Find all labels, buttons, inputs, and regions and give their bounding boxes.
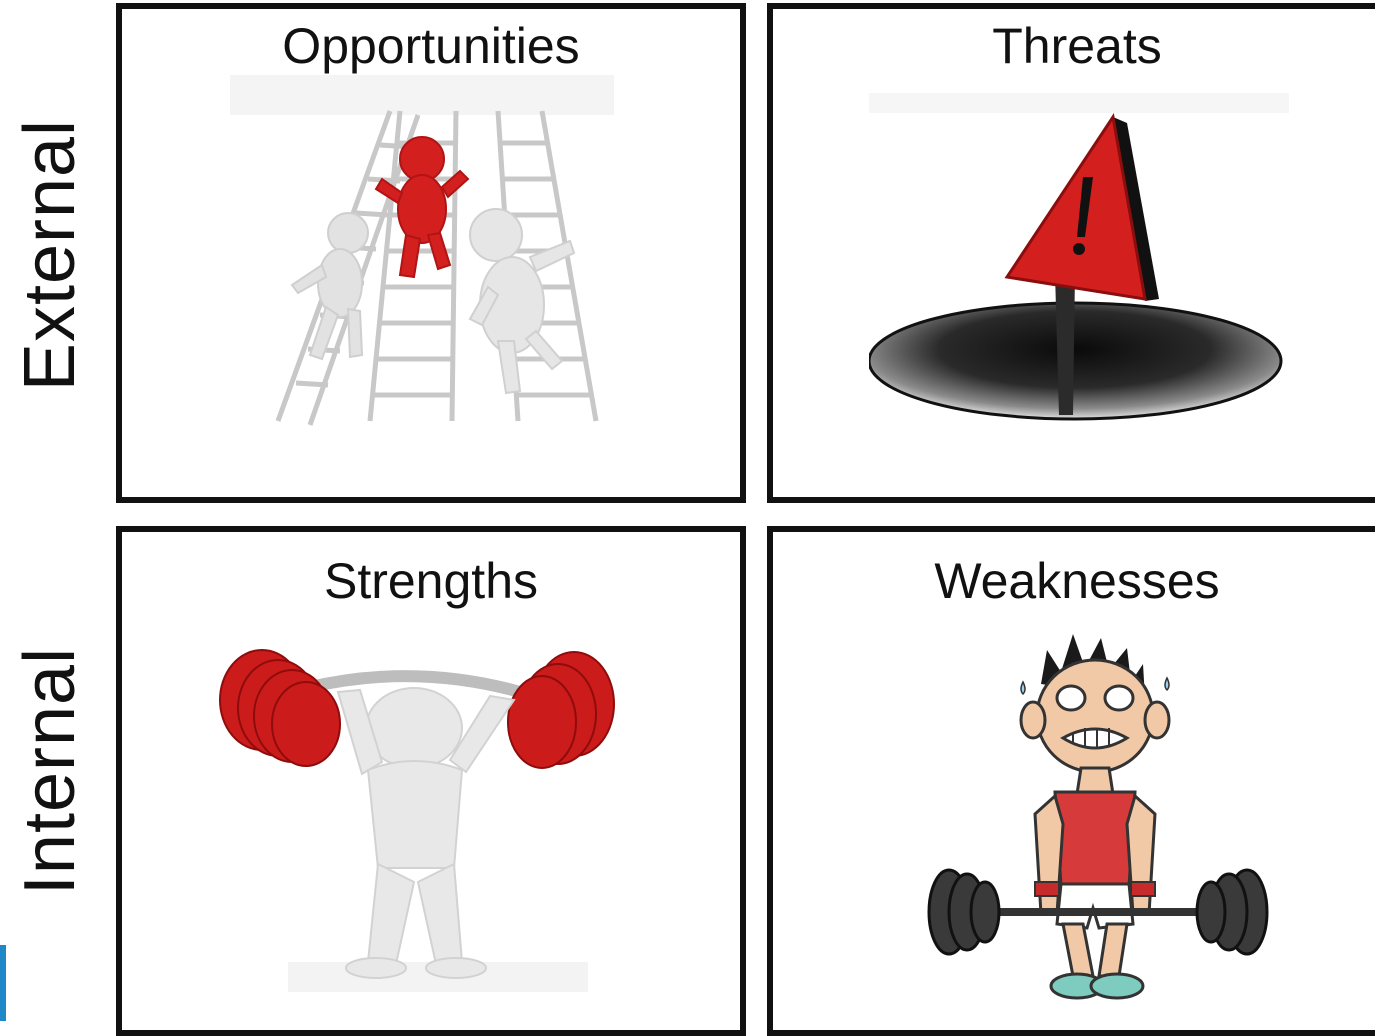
internal-axis-label-text: Internal — [10, 646, 90, 895]
weaknesses-title: Weaknesses — [934, 553, 1220, 609]
threats-quadrant: Threats — [767, 3, 1375, 503]
left-accent-bar — [0, 945, 6, 1021]
exclamation-icon — [1073, 177, 1093, 255]
external-axis-label-text: External — [10, 118, 91, 392]
threats-title: Threats — [992, 18, 1162, 74]
opportunities-quadrant: Opportunities — [116, 3, 746, 503]
strengths-title: Strengths — [323, 553, 538, 609]
barbell-lifter-illustration — [219, 649, 615, 992]
strengths-quadrant: Strengths — [116, 526, 746, 1036]
weaknesses-quadrant: Weaknesses — [767, 526, 1375, 1036]
warning-sign-illustration — [869, 93, 1289, 421]
opportunities-title: Opportunities — [282, 18, 580, 74]
internal-axis-label: Internal — [0, 520, 100, 1021]
struggling-lifter-illustration — [927, 634, 1269, 1000]
external-axis-label: External — [0, 0, 100, 510]
ladder-climbers-illustration — [230, 75, 614, 426]
